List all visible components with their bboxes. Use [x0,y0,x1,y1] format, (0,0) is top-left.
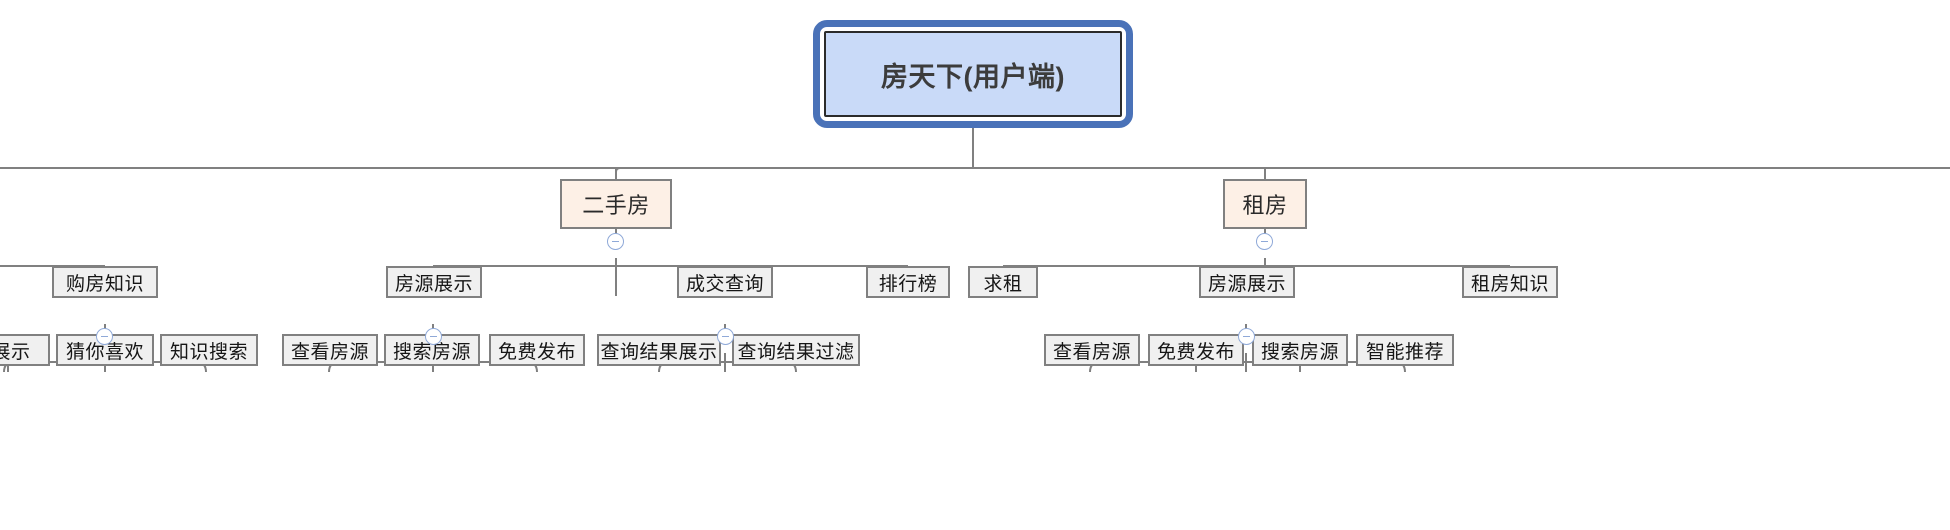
collapse-toggle-ershoufang[interactable] [607,233,624,250]
node-chakanfangyuan-rent-label: 查看房源 [1052,341,1131,363]
node-chengjiaochaxun[interactable]: 成交查询 [677,266,773,298]
node-chaxunjieguozhanshi[interactable]: 查询结果展示 [597,334,721,366]
node-chakanfangyuan-rent[interactable]: 查看房源 [1044,334,1140,366]
collapse-toggle-goufangzhishi[interactable] [96,328,113,345]
node-chaxunjieguoguolv-label: 查询结果过滤 [737,341,855,363]
node-zhishisousuo[interactable]: 知识搜索 [160,334,258,366]
collapse-toggle-chengjiaochaxun[interactable] [717,328,734,345]
node-fangyuanzhanshi-sale[interactable]: 房源展示 [386,266,482,298]
node-qiuzu-label: 求租 [983,273,1023,295]
node-fangyuanzhanshi-sale-label: 房源展示 [394,273,473,295]
node-chakanfangyuan-sale-label: 查看房源 [290,341,369,363]
node-zhinengtuijian[interactable]: 智能推荐 [1356,334,1454,366]
root-node-label: 房天下(用户端) [881,61,1065,92]
node-cainixihuan-label: 猜你喜欢 [65,341,144,363]
root-node-frame: 房天下(用户端) [813,20,1133,128]
node-fangyuanzhanshi-rent[interactable]: 房源展示 [1199,266,1295,298]
collapse-toggle-fangyuanzhanshi-rent[interactable] [1238,328,1255,345]
node-chakanfangyuan-sale[interactable]: 查看房源 [282,334,378,366]
collapse-toggle-zufang[interactable] [1256,233,1273,250]
node-mianfeifabu-sale[interactable]: 免费发布 [489,334,585,366]
node-zufangzhishi[interactable]: 租房知识 [1462,266,1558,298]
node-chengjiaochaxun-label: 成交查询 [685,273,764,295]
node-mianfeifabu-rent-label: 免费发布 [1156,341,1235,363]
node-sousuofangyuan-sale-label: 搜索房源 [392,341,471,363]
node-zufang[interactable]: 租房 [1223,179,1307,229]
node-zhinengtuijian-label: 智能推荐 [1365,341,1444,363]
node-paihangbang[interactable]: 排行榜 [866,266,950,298]
node-zufang-label: 租房 [1242,193,1288,218]
node-chaxunjieguozhanshi-label: 查询结果展示 [600,341,718,363]
node-sousuofangyuan-rent[interactable]: 搜索房源 [1252,334,1348,366]
node-sousuofangyuan-rent-label: 搜索房源 [1260,341,1339,363]
node-paihangbang-label: 排行榜 [878,273,938,295]
node-goufangzhishi-label: 购房知识 [65,273,144,295]
node-mianfeifabu-sale-label: 免费发布 [497,341,576,363]
node-ershoufang-label: 二手房 [582,193,650,218]
node-ershoufang[interactable]: 二手房 [560,179,672,229]
node-goufangzhishi[interactable]: 购房知识 [52,266,158,298]
node-zhanshi[interactable]: 展示 [0,334,50,366]
node-cainixihuan[interactable]: 猜你喜欢 [56,334,154,366]
node-mianfeifabu-rent[interactable]: 免费发布 [1148,334,1244,366]
node-zhishisousuo-label: 知识搜索 [169,341,248,363]
node-qiuzu[interactable]: 求租 [968,266,1038,298]
node-chaxunjieguoguolv[interactable]: 查询结果过滤 [732,334,860,366]
root-node[interactable]: 房天下(用户端) [824,31,1122,117]
node-fangyuanzhanshi-rent-label: 房源展示 [1207,273,1286,295]
collapse-toggle-fangyuanzhanshi-sale[interactable] [425,328,442,345]
node-zufangzhishi-label: 租房知识 [1470,273,1549,295]
node-zhanshi-label: 展示 [0,341,31,363]
